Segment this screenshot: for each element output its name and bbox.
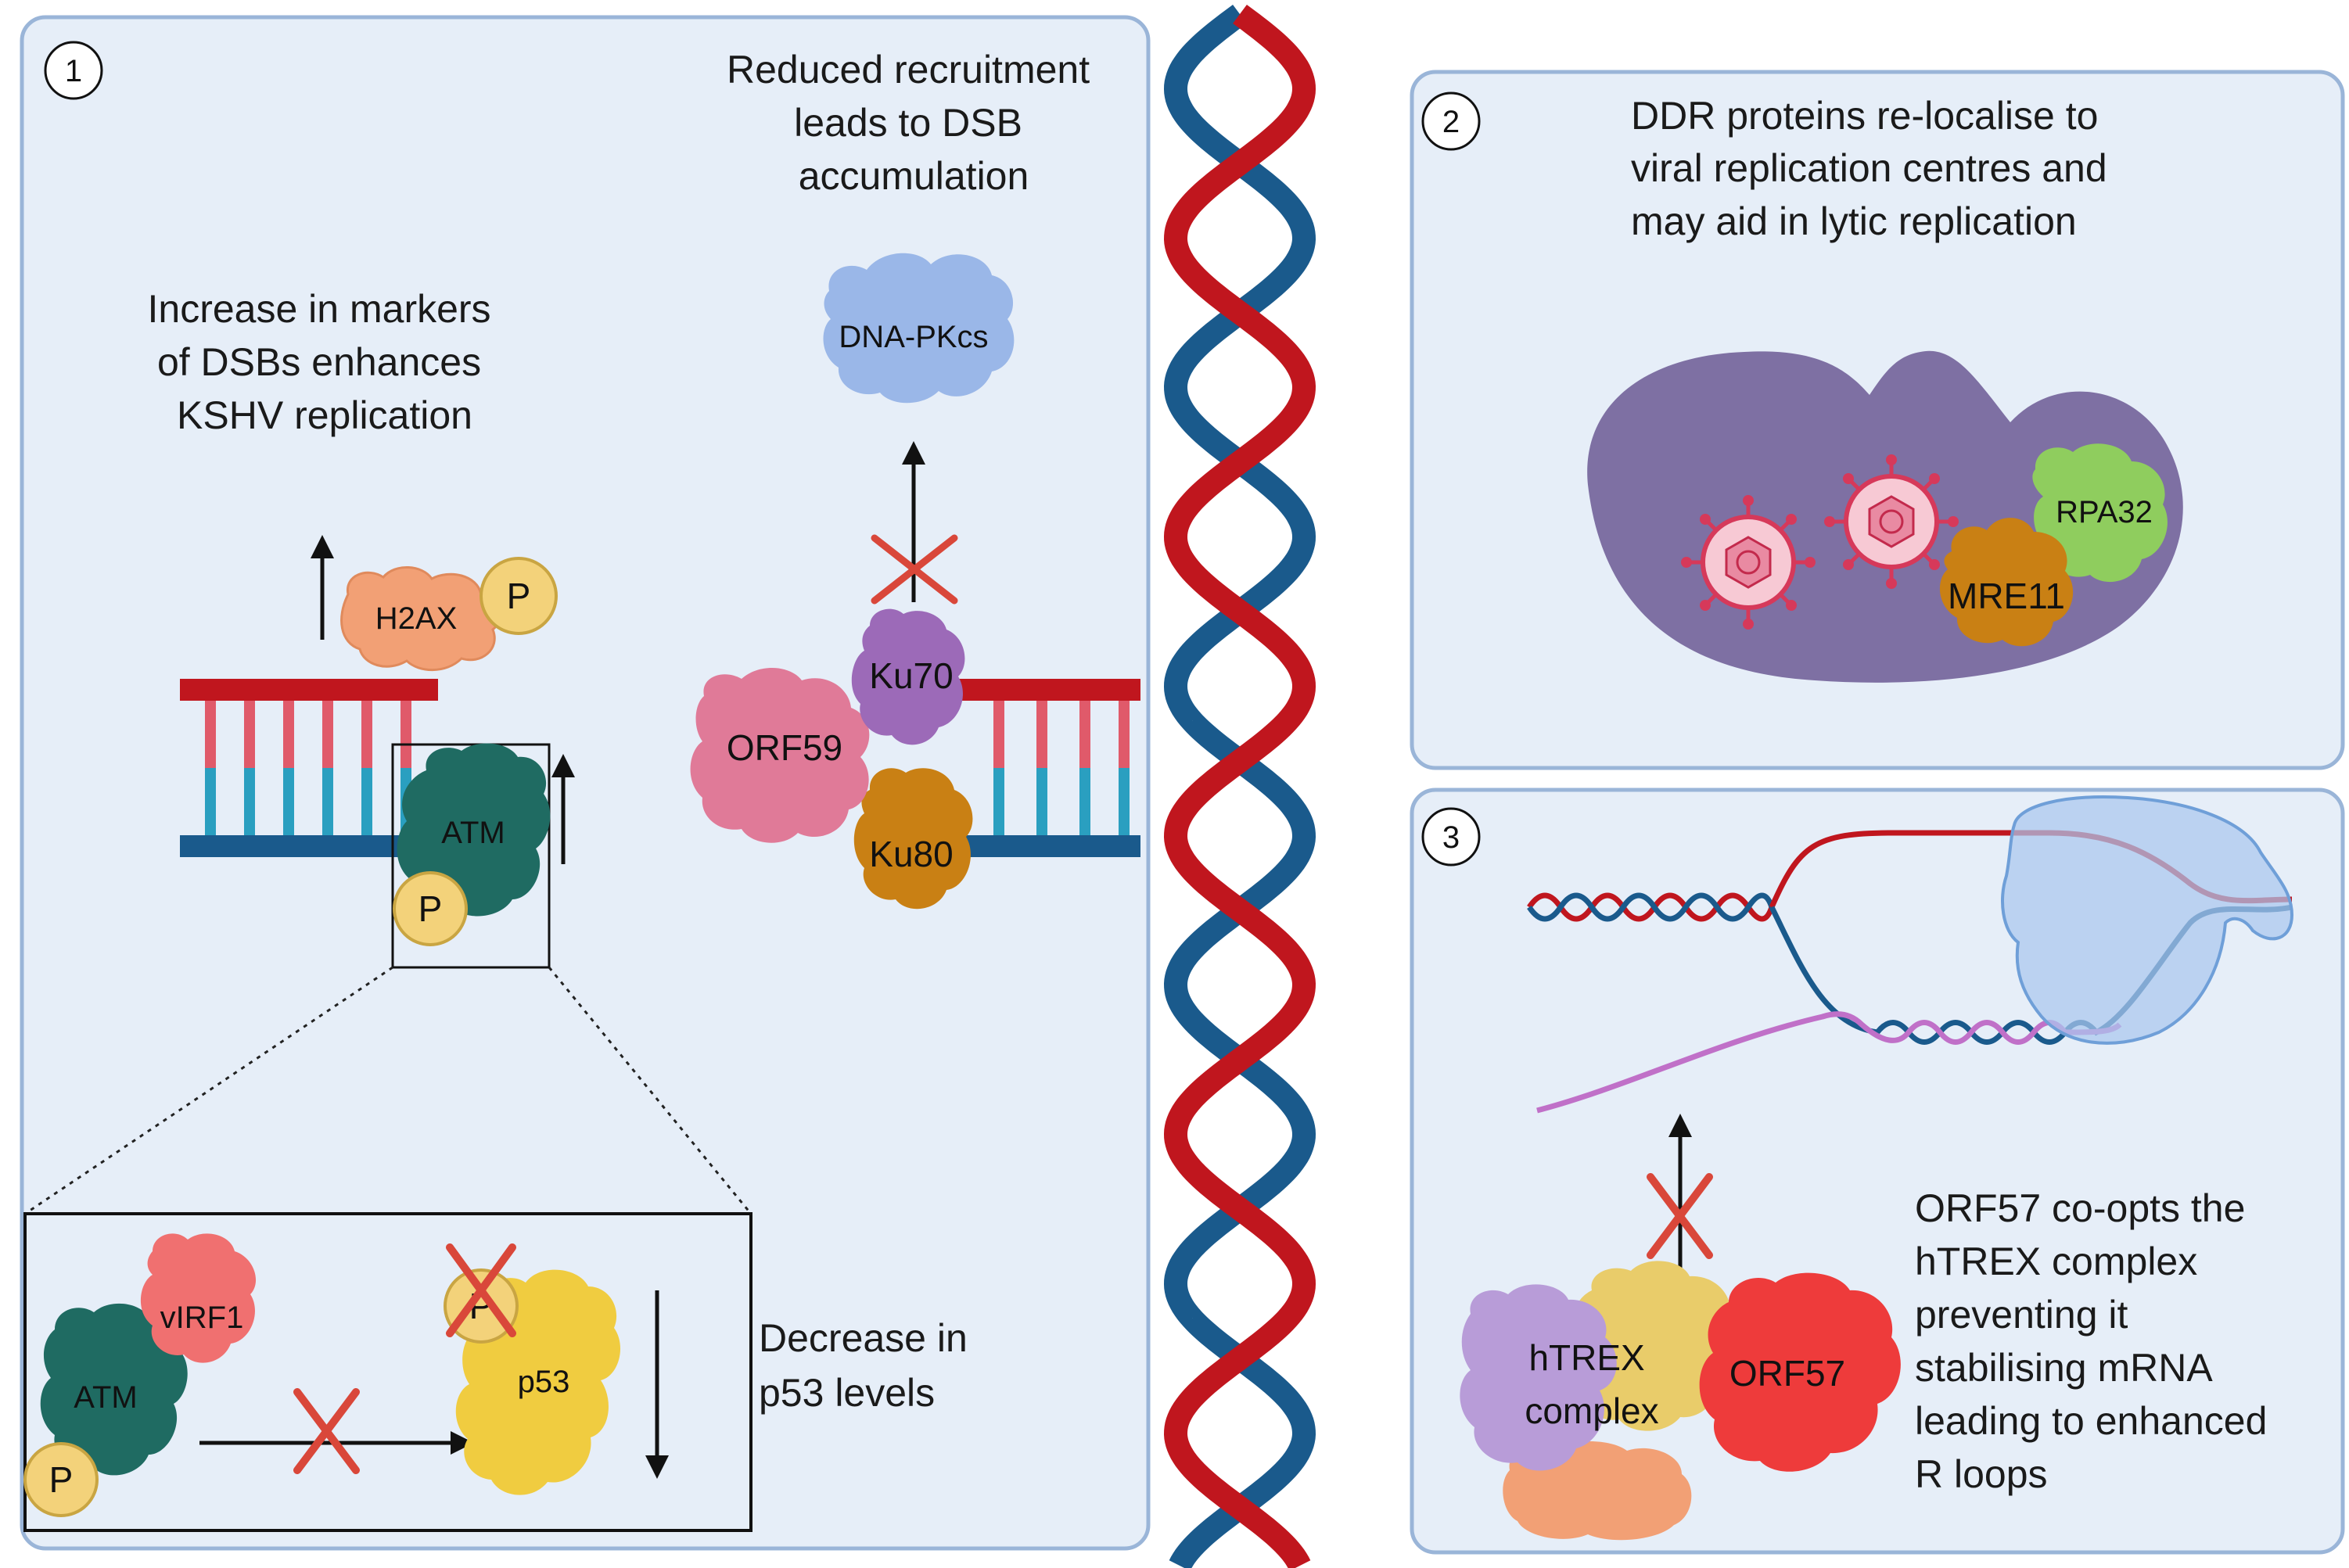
atm-label: ATM [441, 816, 505, 850]
dna-pkcs-label: DNA-PKcs [839, 320, 988, 354]
panel-3-text: ORF57 co-opts the hTREX complex preventi… [1915, 1186, 2278, 1496]
panel-2-text-line-2: viral replication centres and [1631, 146, 2107, 190]
panel-3-text-line-1: ORF57 co-opts the [1915, 1186, 2245, 1230]
htrex-blocked-cross [1647, 1173, 1713, 1259]
panel-1-title: Increase in markers of DSBs enhances KSH… [148, 287, 502, 437]
mrna-strand [1536, 1011, 2122, 1114]
dsb-text-line-2: leads to DSB [794, 101, 1022, 145]
rpa32-label: RPA32 [2056, 495, 2153, 529]
panel-2-text: DDR proteins re-localise to viral replic… [1631, 94, 2118, 243]
panel-1-title-line-3: KSHV replication [177, 393, 472, 437]
recruitment-blocked-cross [871, 534, 958, 605]
ku80-label: Ku80 [869, 834, 953, 874]
htrex-label-line-2: complex [1525, 1390, 1658, 1431]
panel-2-text-line-3: may aid in lytic replication [1631, 199, 2077, 243]
virf1-protein: vIRF1 [140, 1233, 257, 1363]
virion-1 [1681, 495, 1816, 630]
panel-3-number: 3 [1442, 820, 1460, 855]
dsb-text-line-3: accumulation [799, 154, 1029, 198]
p53-decrease-text: Decrease in p53 levels [759, 1316, 979, 1415]
atm-zoom-box [391, 743, 551, 969]
panel-2-number-badge: 2 [1421, 91, 1481, 151]
p53-decrease-line-2: p53 levels [759, 1371, 935, 1415]
inset-atm-phospho-label: P [49, 1459, 74, 1500]
ku70-protein: Ku70 [851, 608, 965, 745]
htrex-complex-label: hTREX complex [1525, 1337, 1658, 1431]
panel-3-text-line-3: preventing it [1915, 1293, 2128, 1337]
atm-p53-blocked-cross [293, 1388, 360, 1474]
h2ax-label: H2AX [375, 601, 458, 636]
panel-3: 3 ORF57 hTREX c [1410, 788, 2345, 1555]
panel-3-text-line-6: R loops [1915, 1452, 2048, 1496]
inset-atm-phospho: P [23, 1442, 99, 1517]
h2ax-protein: H2AX [340, 566, 502, 672]
panel-2-number: 2 [1442, 105, 1460, 139]
h2ax-phospho: P [479, 557, 558, 635]
central-dna-helix [1163, 4, 1316, 1568]
orf59-label: ORF59 [727, 727, 842, 768]
panel-1-number-badge: 1 [44, 41, 103, 100]
dna-pkcs-protein: DNA-PKcs [823, 253, 1015, 404]
dna-top-strand [180, 679, 438, 701]
p53-phospho: P [444, 1268, 519, 1344]
r-loop-schematic [1527, 795, 2294, 1114]
virf1-label: vIRF1 [160, 1301, 244, 1335]
mre11-label: MRE11 [1948, 576, 2065, 616]
rpa32-protein: RPA32 [2032, 443, 2168, 583]
h2ax-phospho-label: P [507, 576, 531, 616]
dsb-text-line-1: Reduced recruitment [727, 48, 1090, 91]
dna-break-right [954, 679, 1140, 857]
atm-phospho-label: P [418, 888, 443, 929]
dsb-accumulation-text: Reduced recruitment leads to DSB accumul… [727, 48, 1101, 198]
panel-1-number: 1 [65, 54, 82, 88]
zoom-line-left [24, 966, 393, 1215]
ku70-label: Ku70 [869, 655, 953, 696]
orf57-protein: ORF57 [1699, 1272, 1901, 1472]
htrex-complex-subunit-yellow [1568, 1261, 1737, 1431]
p53-decrease-line-1: Decrease in [759, 1316, 968, 1360]
htrex-complex-protein [1460, 1284, 1617, 1471]
panel-1: 1 Increase in markers of DSBs enhances K… [20, 15, 1151, 1551]
htrex-label-line-1: hTREX [1528, 1337, 1644, 1378]
panel-1-background [20, 15, 1151, 1551]
inset-atm-label: ATM [74, 1380, 137, 1415]
panel-3-text-line-4: stabilising mRNA [1915, 1346, 2213, 1390]
panel-1-title-line-2: of DSBs enhances [157, 340, 481, 384]
mre11-protein: MRE11 [1939, 518, 2074, 647]
panel-1-title-line-1: Increase in markers [148, 287, 491, 331]
zoom-line-right [548, 967, 752, 1215]
panel-3-text-line-2: hTREX complex [1915, 1240, 2197, 1283]
p53-label: p53 [518, 1365, 570, 1399]
helix-strand-red [1163, 4, 1316, 1568]
panel-3-text-line-5: leading to enhanced [1915, 1399, 2267, 1443]
rna-polymerase [2001, 795, 2294, 1045]
virion-2 [1824, 454, 1959, 589]
inset-atm-protein: ATM [40, 1303, 188, 1476]
orf59-protein: ORF59 [690, 667, 870, 843]
p53-phospho-blocked-cross [446, 1243, 516, 1337]
orf57-label: ORF57 [1729, 1353, 1845, 1394]
dsdna-blue-strand [1527, 892, 1775, 922]
ku80-protein: Ku80 [853, 768, 973, 910]
panel-2: 2 DDR proteins re-localise to viral repl… [1410, 70, 2345, 770]
atm-phospho: P [393, 871, 468, 946]
panel-2-text-line-1: DDR proteins re-localise to [1631, 94, 2098, 138]
panel-3-number-badge: 3 [1421, 807, 1481, 867]
helix-strand-blue [1163, 4, 1316, 1568]
